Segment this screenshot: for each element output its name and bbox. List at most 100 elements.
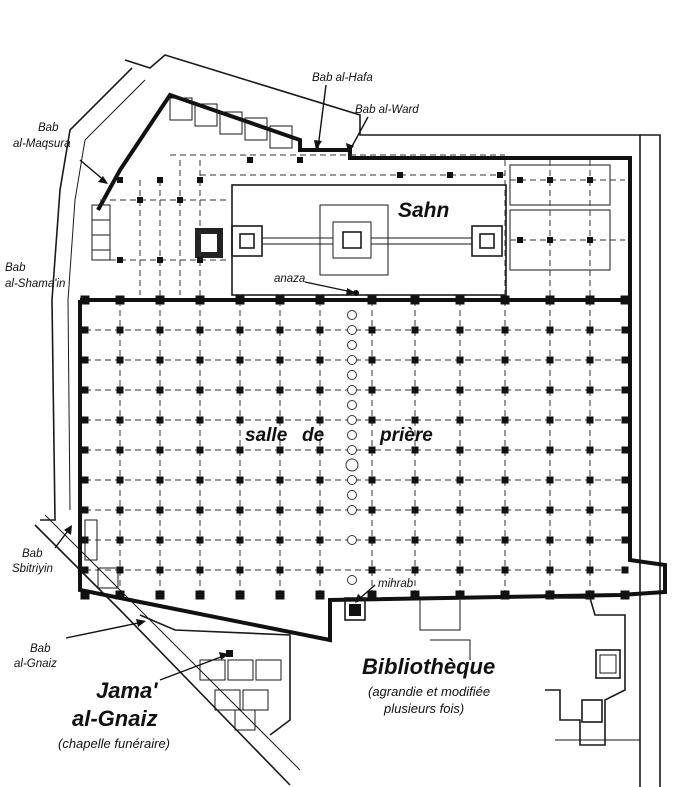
pier: [368, 356, 376, 364]
pier: [81, 476, 89, 484]
bab-maqsura-label-1: Bab: [38, 122, 59, 134]
pier: [546, 536, 554, 544]
pier: [117, 177, 123, 183]
pier: [620, 590, 630, 600]
pier: [275, 295, 285, 305]
pier: [586, 536, 594, 544]
pier: [116, 446, 124, 454]
pier: [276, 566, 284, 574]
pier: [411, 386, 419, 394]
pier: [546, 356, 554, 364]
pier: [501, 566, 509, 574]
pier: [316, 356, 324, 364]
pier: [411, 476, 419, 484]
pier: [501, 386, 509, 394]
pier: [620, 295, 630, 305]
pier: [456, 536, 464, 544]
pier: [315, 590, 325, 600]
pier: [621, 566, 629, 574]
prayer-hall-label-2: de: [302, 425, 325, 446]
bab-gnaiz-label-2: al-Gnaiz: [14, 658, 57, 670]
pier: [585, 590, 595, 600]
pier: [316, 566, 324, 574]
pier: [276, 416, 284, 424]
bab-sbitriyin-label-2: Sbitriyin: [12, 563, 53, 575]
pier: [586, 416, 594, 424]
pier: [276, 326, 284, 334]
pier: [501, 476, 509, 484]
bab-hafa-label: Bab al-Hafa: [312, 72, 373, 84]
pier: [316, 476, 324, 484]
pier: [455, 590, 465, 600]
pier: [411, 446, 419, 454]
pier: [316, 536, 324, 544]
nave-column: [347, 325, 357, 335]
pier: [196, 506, 204, 514]
pier: [621, 356, 629, 364]
pier: [368, 416, 376, 424]
nave-column: [347, 445, 357, 455]
pier: [316, 416, 324, 424]
pier: [116, 416, 124, 424]
pier: [621, 446, 629, 454]
pier: [81, 386, 89, 394]
pier: [546, 476, 554, 484]
pier: [411, 566, 419, 574]
anaza-label: anaza: [274, 273, 305, 285]
pier: [397, 172, 403, 178]
pier: [368, 476, 376, 484]
jama-label-3: (chapelle funéraire): [58, 736, 170, 751]
pier: [236, 566, 244, 574]
pier: [546, 416, 554, 424]
pier: [235, 295, 245, 305]
nave-column: [347, 490, 357, 500]
pier: [501, 416, 509, 424]
pier: [276, 536, 284, 544]
nave-column: [347, 385, 357, 395]
pier: [137, 197, 143, 203]
pier: [546, 386, 554, 394]
pier: [236, 416, 244, 424]
pier: [116, 566, 124, 574]
pier: [411, 326, 419, 334]
pier: [196, 416, 204, 424]
pier: [315, 295, 325, 305]
pier: [456, 476, 464, 484]
pier: [196, 386, 204, 394]
pier: [236, 356, 244, 364]
pier: [196, 326, 204, 334]
pier: [586, 566, 594, 574]
pier: [586, 446, 594, 454]
nave-column: [347, 575, 357, 585]
bab-maqsura-label-2: al-Maqsura: [13, 138, 71, 150]
nave-column: [347, 400, 357, 410]
nave-column: [347, 430, 357, 440]
library-building: [419, 597, 640, 746]
bab-shamain-label-2: al-Shama'in: [5, 278, 65, 290]
pier: [546, 506, 554, 514]
prayer-hall: [78, 298, 667, 643]
biblio-label-3: plusieurs fois): [383, 701, 464, 716]
pier: [156, 386, 164, 394]
pier: [547, 237, 553, 243]
pier: [197, 257, 203, 263]
biblio-label-1: Bibliothèque: [362, 654, 495, 679]
pier: [501, 536, 509, 544]
pier: [621, 476, 629, 484]
pier: [247, 157, 253, 163]
nave-column: [347, 355, 357, 365]
pier: [156, 326, 164, 334]
pier: [545, 590, 555, 600]
pier: [80, 295, 90, 305]
pier: [196, 566, 204, 574]
pier: [500, 295, 510, 305]
pier: [115, 590, 125, 600]
piers: [80, 157, 630, 600]
funeral-chapel: [139, 614, 291, 736]
pier: [276, 506, 284, 514]
nave-column: [347, 475, 357, 485]
pier: [456, 356, 464, 364]
bab-shamain-label-1: Bab: [5, 262, 26, 274]
pier: [545, 295, 555, 305]
